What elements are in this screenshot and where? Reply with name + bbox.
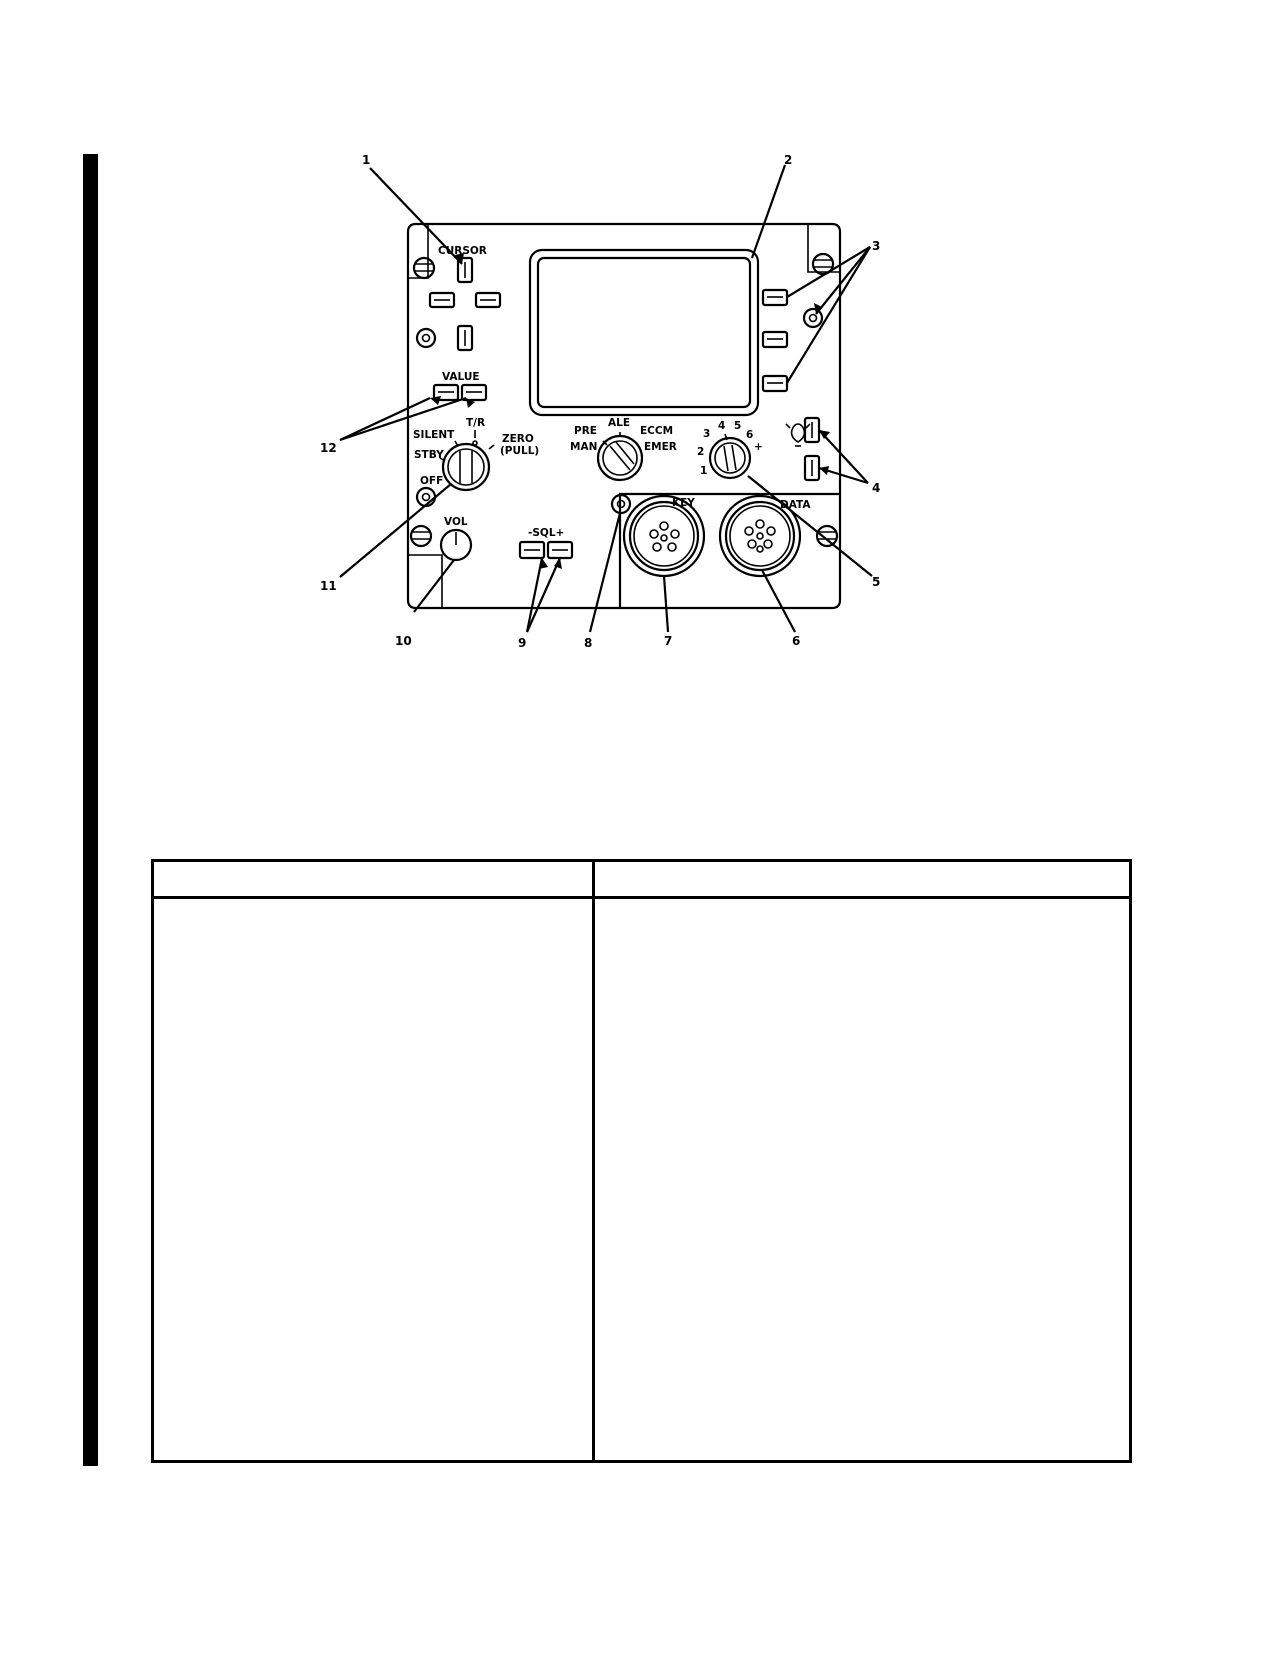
channel-1-label: 1 [700, 465, 707, 477]
description-table [151, 859, 1132, 1463]
callout-11: 11 [320, 579, 337, 593]
data-connector-label: DATA [780, 499, 811, 511]
control-panel-figure: CURSOR VALUE -SQL+ VOL KEY DATA T/R SILE… [320, 140, 960, 700]
cursor-label: CURSOR [438, 245, 487, 257]
light-button-lower [803, 454, 821, 482]
callout-7: 7 [664, 634, 672, 648]
squelch-plus-button [546, 540, 574, 560]
channel-5-label: 5 [734, 420, 741, 432]
control-panel-diagram: CURSOR VALUE -SQL+ VOL KEY DATA T/R SILE… [320, 153, 880, 650]
screw-bottom-right [815, 524, 839, 548]
screw-top-left [412, 256, 436, 280]
function-ale-label: ALE [608, 417, 630, 429]
callout-3: 3 [872, 239, 880, 253]
channel-4-label: 4 [718, 420, 725, 432]
callout-9: 9 [518, 636, 526, 650]
light-button-upper [803, 416, 821, 444]
mode-stby-label: STBY [414, 449, 444, 461]
panel-bottom-left-corner [408, 554, 443, 608]
mode-silent-label: SILENT [413, 429, 455, 441]
display-screen-bezel [528, 248, 760, 417]
softkey-1 [761, 288, 789, 307]
squelch-label: -SQL+ [528, 527, 564, 539]
value-plus-button [460, 383, 488, 402]
light-bulb-icon [785, 423, 811, 447]
function-emer-label: EMER [644, 441, 677, 453]
leader-lines [339, 164, 873, 633]
volume-label: VOL [444, 516, 468, 528]
channel-6-label: 6 [746, 429, 753, 441]
table-column-divider [592, 862, 595, 1460]
panel-corner-left [408, 224, 429, 279]
data-connector [718, 494, 802, 578]
softkey-2 [761, 330, 789, 349]
mode-switch-knob [441, 440, 491, 492]
channel-2-label: 2 [697, 446, 704, 458]
change-bar [83, 154, 98, 1466]
mode-zero-label: ZERO [502, 433, 534, 445]
callout-1: 1 [362, 153, 370, 167]
callout-10: 10 [395, 634, 412, 648]
fastener-right [802, 307, 824, 329]
value-minus-button [432, 383, 460, 402]
callout-2: 2 [784, 153, 792, 167]
softkey-3 [761, 374, 789, 393]
callout-6: 6 [792, 634, 800, 648]
callout-4: 4 [872, 481, 880, 495]
cursor-down-button [456, 324, 474, 352]
screw-bottom-left [409, 524, 433, 548]
cursor-left-button [428, 291, 456, 309]
mode-tr-label: T/R [466, 417, 485, 429]
channel-plus-label: + [754, 441, 763, 453]
mode-off-label: OFF [420, 475, 443, 487]
panel-outline [406, 222, 842, 610]
fastener-left-upper [415, 327, 437, 349]
key-connector-label: KEY [672, 497, 695, 509]
connector-area-outline [618, 492, 840, 608]
cursor-right-button [474, 291, 502, 309]
function-eccm-label: ECCM [640, 425, 673, 437]
display-screen [536, 256, 752, 409]
channel-switch-knob [708, 436, 752, 480]
function-pre-label: PRE [574, 425, 597, 437]
fastener-left-lower [415, 486, 437, 508]
mode-pull-label: (PULL) [500, 445, 539, 457]
callout-5: 5 [872, 575, 880, 589]
leader-arrowheads [430, 253, 830, 569]
function-man-label: MAN [570, 441, 597, 453]
screw-top-right [811, 252, 835, 276]
table-header-row [154, 862, 1129, 899]
callout-8: 8 [584, 636, 592, 650]
callout-12: 12 [320, 441, 337, 455]
value-label: VALUE [442, 371, 480, 383]
channel-3-label: 3 [703, 428, 710, 440]
cursor-up-button [456, 256, 474, 284]
squelch-minus-button [518, 540, 546, 560]
volume-knob [439, 528, 473, 562]
